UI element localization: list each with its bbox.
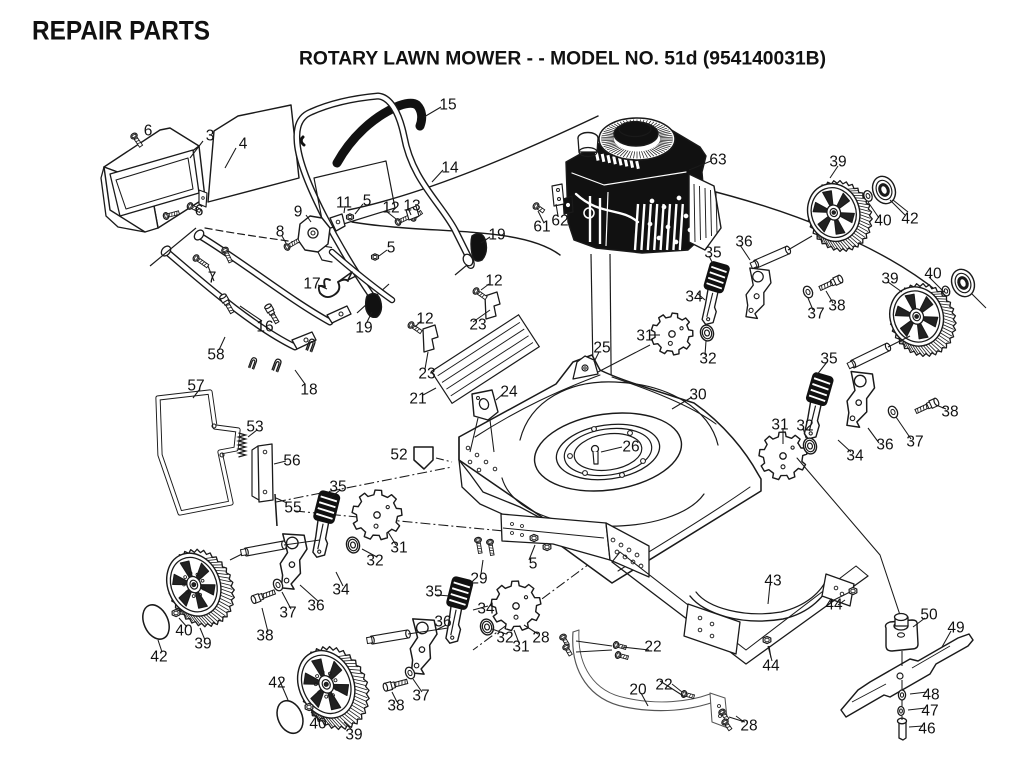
- svg-text:4: 4: [239, 136, 248, 153]
- svg-text:38: 38: [828, 298, 845, 315]
- svg-text:35: 35: [704, 245, 721, 262]
- svg-text:36: 36: [735, 234, 752, 251]
- svg-text:12: 12: [485, 273, 502, 290]
- svg-text:5: 5: [363, 193, 372, 210]
- svg-text:ROTARY LAWN MOWER - - MODEL NO: ROTARY LAWN MOWER - - MODEL NO. 51d (954…: [299, 49, 826, 70]
- svg-text:44: 44: [762, 658, 780, 675]
- svg-text:37: 37: [807, 306, 824, 323]
- svg-text:7: 7: [208, 270, 217, 287]
- svg-text:39: 39: [194, 636, 211, 653]
- svg-text:40: 40: [175, 623, 193, 640]
- svg-text:8: 8: [276, 224, 285, 241]
- svg-text:24: 24: [500, 384, 518, 401]
- svg-text:37: 37: [906, 434, 923, 451]
- svg-text:21: 21: [409, 391, 426, 408]
- svg-text:47: 47: [921, 703, 938, 720]
- svg-text:31: 31: [771, 417, 788, 434]
- svg-text:39: 39: [881, 271, 898, 288]
- svg-text:36: 36: [876, 437, 893, 454]
- svg-text:22: 22: [644, 639, 661, 656]
- svg-text:28: 28: [740, 718, 757, 735]
- svg-text:49: 49: [947, 620, 964, 637]
- svg-text:40: 40: [874, 213, 892, 230]
- svg-text:61: 61: [533, 219, 550, 236]
- svg-text:63: 63: [709, 152, 726, 169]
- svg-text:31: 31: [390, 540, 407, 557]
- svg-text:18: 18: [300, 382, 317, 399]
- svg-text:9: 9: [294, 204, 303, 221]
- svg-text:36: 36: [434, 614, 451, 631]
- svg-text:52: 52: [390, 447, 407, 464]
- svg-text:23: 23: [469, 317, 486, 334]
- svg-text:5: 5: [387, 240, 396, 257]
- svg-text:23: 23: [418, 366, 435, 383]
- svg-text:25: 25: [593, 340, 610, 357]
- svg-text:11: 11: [336, 195, 352, 212]
- svg-text:5: 5: [529, 556, 538, 573]
- svg-text:32: 32: [366, 553, 383, 570]
- svg-text:57: 57: [187, 378, 204, 395]
- svg-text:12: 12: [416, 311, 433, 328]
- svg-text:43: 43: [764, 573, 781, 590]
- svg-text:58: 58: [207, 347, 224, 364]
- svg-text:30: 30: [689, 387, 707, 404]
- svg-text:40: 40: [309, 716, 327, 733]
- svg-text:34: 34: [846, 448, 864, 465]
- svg-text:35: 35: [329, 479, 346, 496]
- svg-text:38: 38: [387, 698, 404, 715]
- svg-text:62: 62: [551, 213, 568, 230]
- svg-text:42: 42: [901, 211, 918, 228]
- svg-text:16: 16: [256, 319, 273, 336]
- svg-text:26: 26: [622, 439, 639, 456]
- svg-text:13: 13: [403, 198, 420, 215]
- svg-text:50: 50: [920, 607, 938, 624]
- svg-text:28: 28: [532, 630, 549, 647]
- svg-text:34: 34: [332, 582, 350, 599]
- svg-text:42: 42: [268, 675, 285, 692]
- svg-text:35: 35: [820, 351, 837, 368]
- svg-text:46: 46: [918, 721, 935, 738]
- svg-text:REPAIR PARTS: REPAIR PARTS: [32, 16, 210, 46]
- svg-text:35: 35: [425, 584, 442, 601]
- svg-text:38: 38: [256, 628, 273, 645]
- svg-text:14: 14: [441, 160, 459, 177]
- svg-text:6: 6: [195, 203, 204, 220]
- svg-text:39: 39: [345, 727, 362, 744]
- svg-text:36: 36: [307, 598, 324, 615]
- svg-text:38: 38: [941, 404, 958, 421]
- svg-text:32: 32: [699, 351, 716, 368]
- svg-text:22: 22: [655, 677, 672, 694]
- svg-text:3: 3: [206, 128, 215, 145]
- svg-text:42: 42: [150, 649, 167, 666]
- svg-text:19: 19: [355, 320, 372, 337]
- svg-text:31: 31: [512, 639, 529, 656]
- svg-text:17: 17: [303, 276, 320, 293]
- svg-text:34: 34: [477, 601, 495, 618]
- svg-text:53: 53: [246, 419, 263, 436]
- svg-text:6: 6: [144, 123, 153, 140]
- svg-text:12: 12: [382, 200, 399, 217]
- svg-text:40: 40: [924, 266, 942, 283]
- svg-text:55: 55: [284, 500, 301, 517]
- svg-text:37: 37: [412, 688, 429, 705]
- svg-text:19: 19: [488, 227, 505, 244]
- svg-text:15: 15: [439, 97, 456, 114]
- svg-text:34: 34: [685, 289, 703, 306]
- svg-text:56: 56: [283, 453, 300, 470]
- svg-text:20: 20: [629, 682, 647, 699]
- svg-text:31: 31: [636, 328, 653, 345]
- svg-text:37: 37: [279, 605, 296, 622]
- svg-text:39: 39: [829, 154, 846, 171]
- svg-text:44: 44: [825, 597, 843, 614]
- svg-text:32: 32: [496, 630, 513, 647]
- svg-text:48: 48: [922, 687, 939, 704]
- svg-text:29: 29: [470, 571, 487, 588]
- svg-text:32: 32: [796, 418, 813, 435]
